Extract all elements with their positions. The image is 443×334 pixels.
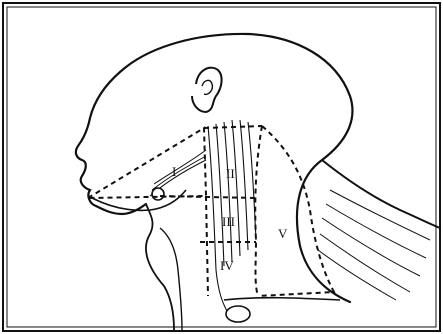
label-level-4: IV <box>220 258 234 273</box>
level-2-top <box>204 126 262 128</box>
clavicle <box>224 298 340 300</box>
level-5-boundary <box>258 126 334 296</box>
shoulder-line <box>322 160 440 228</box>
label-level-5: V <box>278 226 288 241</box>
label-level-1: I <box>172 164 176 179</box>
hyoid-node <box>152 188 164 200</box>
trachea <box>160 228 182 330</box>
clavicle-end <box>226 306 250 322</box>
scm-posterior-border <box>255 126 262 296</box>
label-level-3: III <box>222 214 235 229</box>
ear-inner <box>202 80 212 94</box>
level-1-boundary <box>88 128 206 198</box>
outer-border <box>3 3 440 331</box>
label-level-2: II <box>226 166 235 181</box>
front-vertical <box>206 196 208 296</box>
head-outline <box>76 34 353 302</box>
neck-front <box>146 204 174 330</box>
inner-border <box>7 7 436 327</box>
ear-outline <box>192 68 222 112</box>
trapezius-fibers <box>318 190 430 300</box>
jaw-outline <box>92 190 186 210</box>
